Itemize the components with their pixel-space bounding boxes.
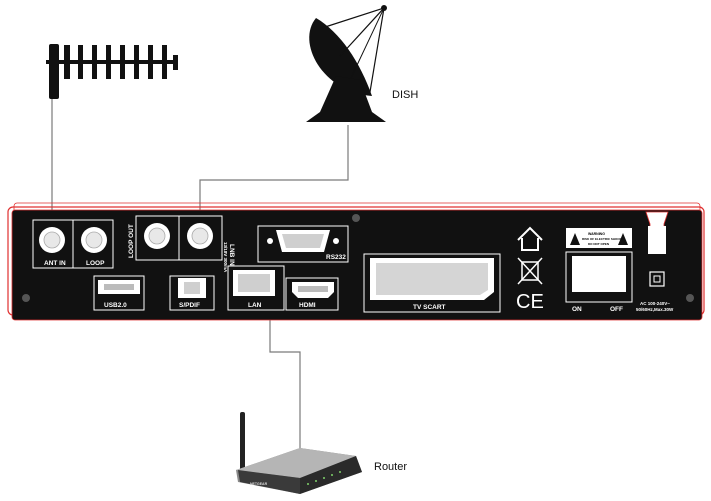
power-switch[interactable]: [572, 256, 626, 292]
home-use-icon: [517, 226, 543, 251]
router-icon: NETGEAR: [236, 412, 362, 494]
dish-label: DISH: [392, 89, 418, 101]
scart-label: TV SCART: [413, 304, 446, 311]
antenna-icon: [46, 44, 178, 99]
dish-cable: [199, 125, 349, 225]
lan-port-group: LAN: [227, 265, 285, 311]
double-insulation-icon: [649, 271, 665, 287]
satellite-dish-icon: [306, 5, 387, 122]
power-switch-group: ON OFF: [565, 251, 633, 313]
rs232-label: RS232: [326, 254, 346, 261]
rf-port-group: ANT IN LOOP: [32, 219, 114, 269]
warning-text-1: RISK OF ELECTRIC SHOCK: [582, 237, 623, 241]
usb-label: USB2.0: [104, 302, 127, 309]
screw-right: [686, 294, 694, 302]
power-rating-2: 50/60Hz,Max.30W: [636, 307, 674, 312]
ant-in-label: ANT IN: [44, 260, 66, 267]
lnb-port-group: LOOP OUT LNB IN 13/18V 300mA: [128, 215, 235, 273]
router-label: Router: [374, 461, 407, 473]
screw-left: [22, 294, 30, 302]
hdmi-port-group: HDMI: [285, 277, 339, 311]
off-label: OFF: [610, 306, 623, 313]
power-rating-1: AC 100-240V~: [640, 301, 670, 306]
hdmi-label: HDMI: [299, 302, 316, 309]
screw-top: [352, 214, 360, 222]
warning-label: WARNING RISK OF ELECTRIC SHOCK DO NOT OP…: [566, 228, 632, 248]
on-label: ON: [572, 306, 582, 313]
weee-bin-icon: [517, 257, 543, 285]
lnb-in-label: LNB IN: [228, 244, 235, 266]
warning-text-2: DO NOT OPEN: [588, 242, 609, 246]
scart-port-group: TV SCART: [363, 253, 501, 313]
usb-port-group: USB2.0: [93, 275, 145, 311]
loop-label: LOOP: [86, 260, 105, 267]
shock-icon: [618, 233, 628, 245]
ac-inlet-group: AC 100-240V~ 50/60Hz,Max.30W: [636, 211, 674, 312]
rs232-port-group: RS232: [257, 225, 349, 263]
spdif-label: S/PDIF: [179, 302, 200, 309]
warning-icon: [570, 233, 580, 245]
loop-out-label: LOOP OUT: [128, 224, 135, 258]
ce-mark: CE: [516, 291, 544, 313]
spdif-port-group: S/PDIF: [169, 275, 215, 311]
warning-title: WARNING: [588, 232, 605, 236]
lan-label: LAN: [248, 302, 262, 309]
router-brand: NETGEAR: [250, 482, 268, 486]
lnb-in-sub-label: 13/18V 300mA: [223, 242, 228, 273]
